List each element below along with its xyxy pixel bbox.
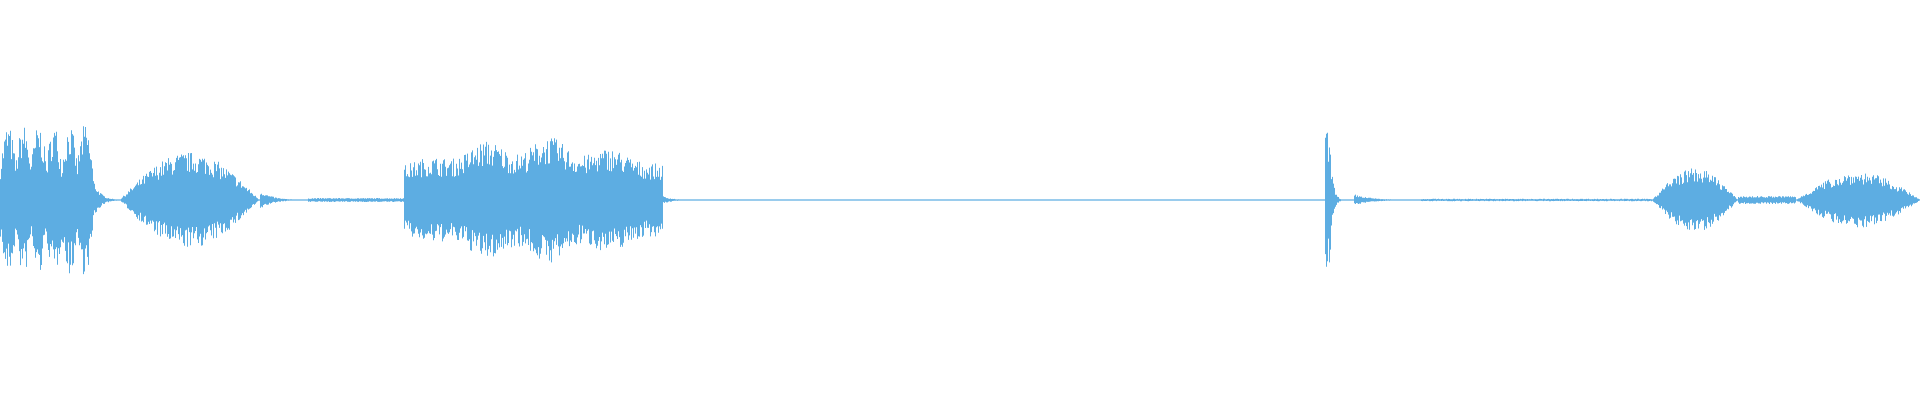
waveform-samples bbox=[0, 126, 1920, 275]
